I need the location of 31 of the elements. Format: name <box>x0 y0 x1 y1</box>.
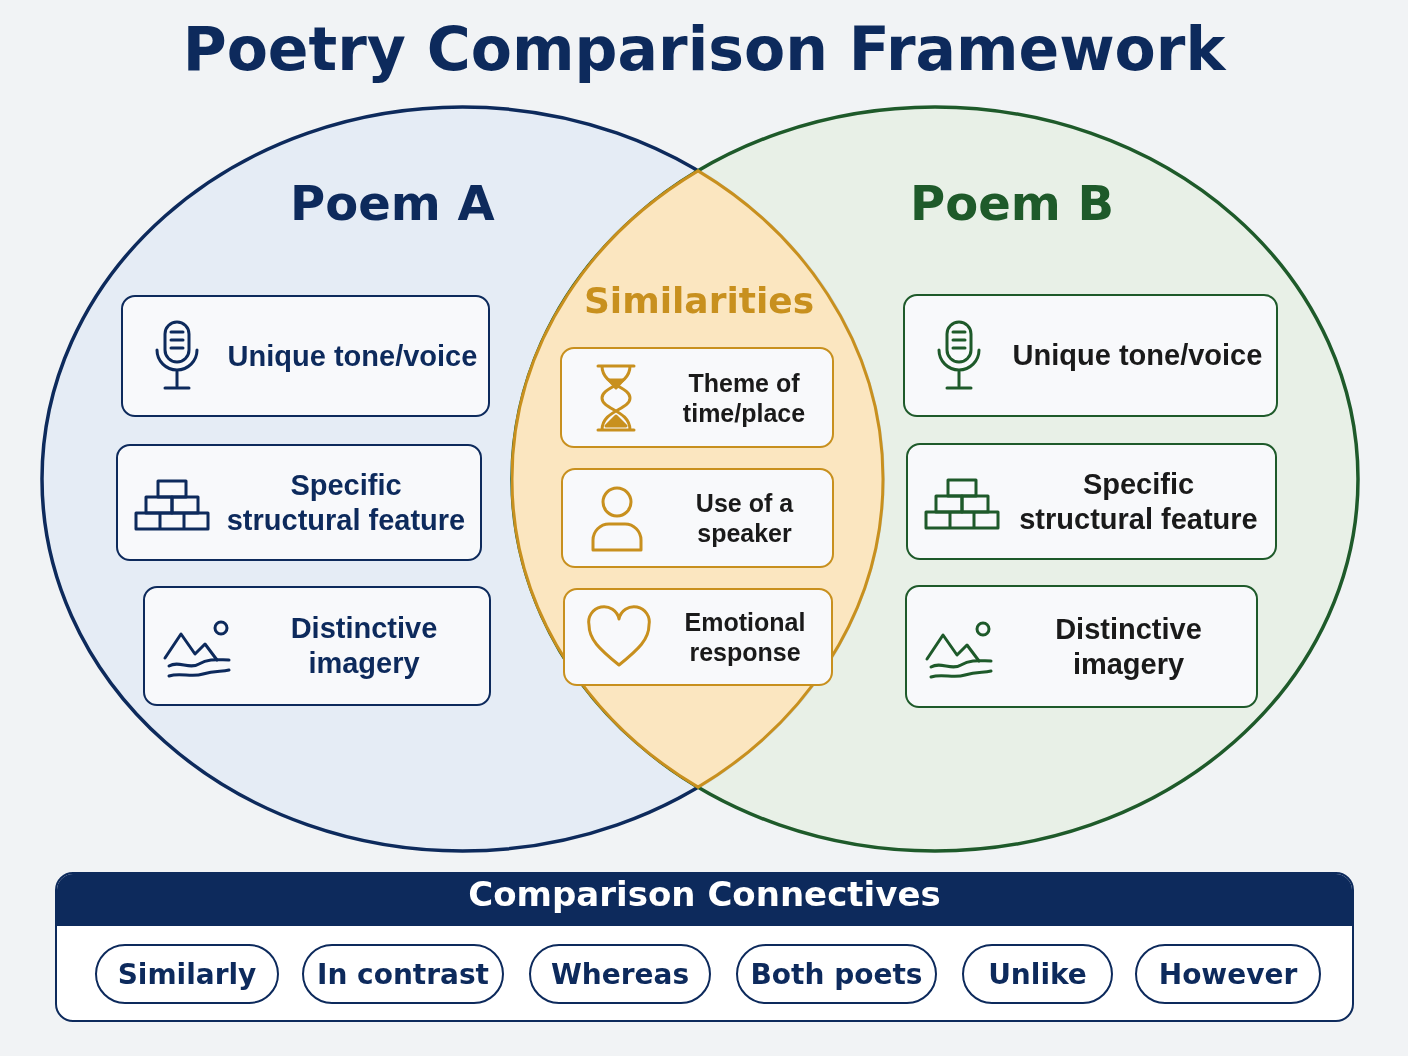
connective-tag: Unlike <box>962 944 1113 1004</box>
connectives-panel <box>55 872 1354 1022</box>
connective-tag: Both poets <box>736 944 937 1004</box>
overlap-region <box>511 168 887 790</box>
feature-label: Specific structural feature <box>225 467 467 538</box>
feature-card <box>561 468 834 568</box>
feature-card <box>560 347 834 448</box>
feature-card <box>143 586 491 706</box>
feature-label: Distinctive imagery <box>1054 611 1203 682</box>
feature-card <box>906 443 1277 560</box>
feature-card <box>903 294 1278 417</box>
overlap-heading: Similarities <box>582 280 816 321</box>
feature-label: Distinctive imagery <box>289 611 439 681</box>
connective-tag: Similarly <box>95 944 279 1004</box>
circle-heading: Poem A <box>290 175 495 231</box>
panel-heading: Comparison Connectives <box>57 874 1352 926</box>
connective-tag: Whereas <box>529 944 711 1004</box>
feature-label: Use of a speaker <box>694 488 795 548</box>
circle-heading: Poem B <box>910 175 1115 231</box>
feature-card <box>563 588 833 686</box>
feature-label: Emotional response <box>683 607 807 667</box>
connective-tag: In contrast <box>302 944 504 1004</box>
feature-card <box>116 444 482 561</box>
diagram-title: Poetry Comparison Framework <box>181 14 1227 84</box>
connective-tag: However <box>1135 944 1321 1004</box>
feature-label: Theme of time/place <box>681 367 807 428</box>
feature-label: Specific structural feature <box>1018 466 1259 537</box>
feature-card <box>121 295 490 417</box>
feature-label: Unique tone/voice <box>1011 338 1264 373</box>
feature-card <box>905 585 1258 708</box>
feature-label: Unique tone/voice <box>226 338 479 374</box>
